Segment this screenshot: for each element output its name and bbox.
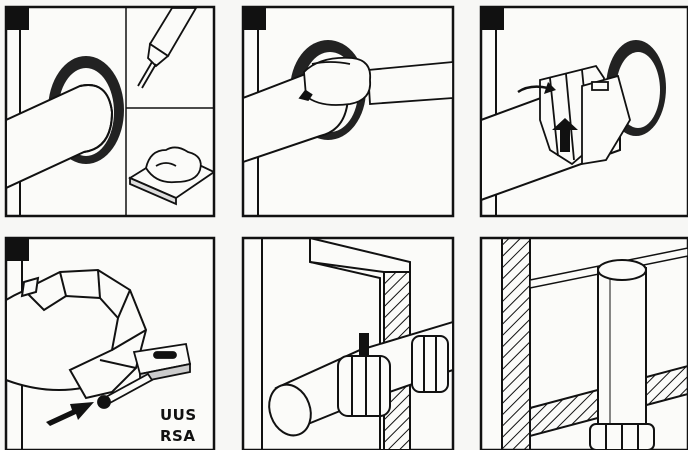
panel-4-label-top: UUS	[160, 406, 197, 424]
panel-6	[481, 238, 688, 450]
panel-4: UUS RSA	[6, 238, 214, 450]
panel-5	[243, 238, 453, 450]
panel-4-label-bottom: RSA	[160, 427, 195, 445]
fire-collar	[590, 424, 654, 450]
panel-3	[481, 7, 688, 216]
pipe	[598, 268, 646, 440]
panel-2	[243, 7, 453, 216]
panel-1	[6, 7, 214, 216]
panel-4-step-badge	[7, 239, 29, 261]
panel-2-step-badge	[244, 8, 266, 30]
wall-column-hatched	[502, 238, 530, 450]
pipe-top-opening	[598, 260, 646, 280]
panel-1-step-badge	[7, 8, 29, 30]
panel-3-step-badge	[482, 8, 504, 30]
